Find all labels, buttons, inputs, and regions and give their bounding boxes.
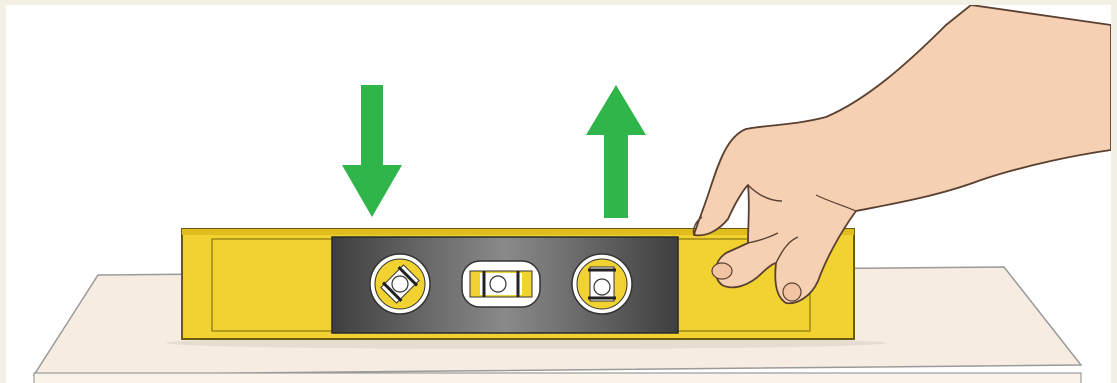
hand-arm xyxy=(694,5,1111,303)
vial-vertical xyxy=(572,254,632,314)
fingernail xyxy=(712,263,732,279)
illustration-panel xyxy=(6,5,1111,383)
hand xyxy=(693,5,1111,303)
vial-horizontal xyxy=(462,261,540,307)
vial-diagonal xyxy=(370,254,430,314)
table-front xyxy=(34,373,1081,383)
down-arrow xyxy=(342,85,402,217)
spirit-level-illustration xyxy=(6,5,1111,383)
fingernail xyxy=(783,283,801,301)
up-arrow xyxy=(586,85,646,218)
